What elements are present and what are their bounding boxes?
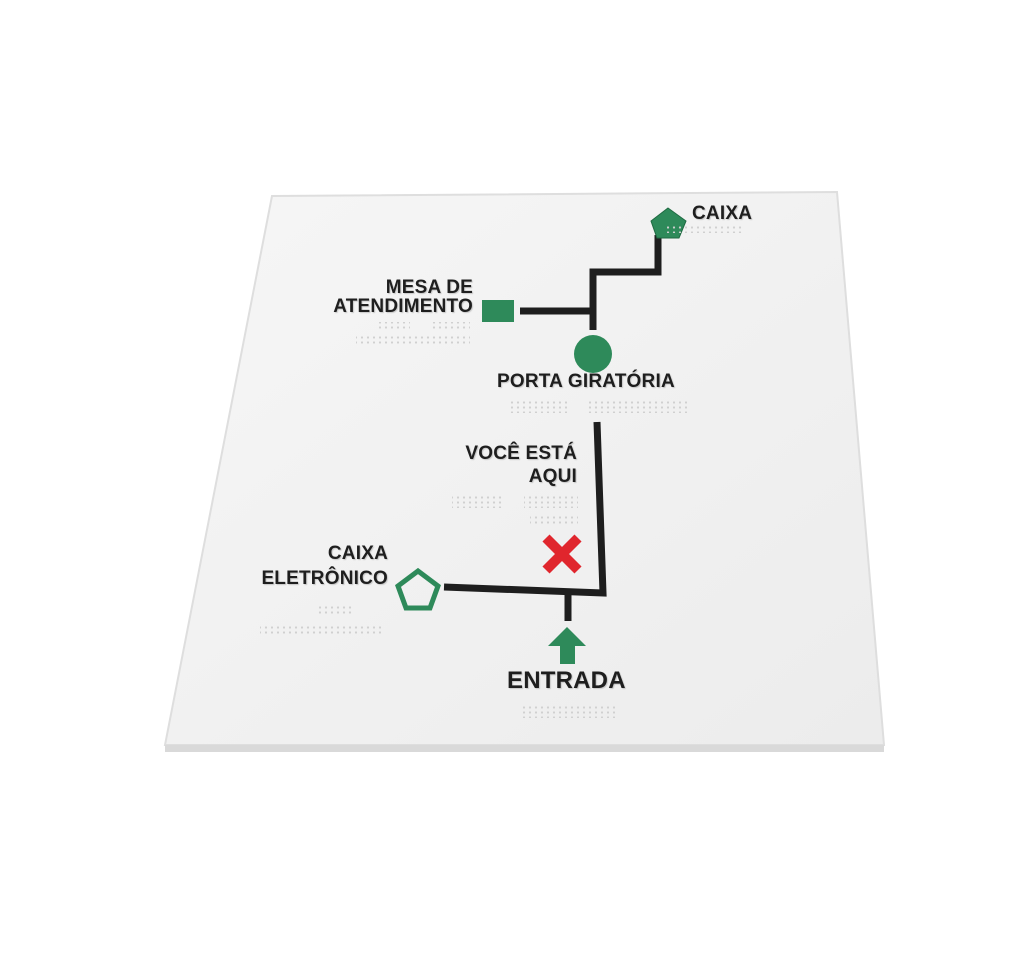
label-mesa-line2: ATENDIMENTO [333, 296, 473, 317]
label-entrada: ENTRADA [507, 667, 626, 694]
square-icon [482, 300, 514, 322]
x-mark-icon [542, 534, 582, 574]
circle-icon [574, 335, 612, 373]
label-porta: PORTA GIRATÓRIA [497, 371, 675, 392]
route-path [443, 235, 662, 621]
arrow-up-icon [548, 627, 586, 664]
pentagon-outline-icon [395, 567, 441, 611]
label-voce-line1: VOCÊ ESTÁ [465, 443, 577, 464]
label-caixa: CAIXA [692, 203, 753, 224]
label-mesa-line1: MESA DE [385, 277, 473, 298]
label-eletronico-line1: CAIXA [327, 543, 388, 564]
braille-marks [260, 225, 744, 718]
sign-plate [163, 190, 886, 746]
label-voce-line2: AQUI [528, 466, 577, 487]
plate-edge [165, 745, 884, 752]
label-eletronico-line2: ELETRÔNICO [261, 568, 388, 589]
